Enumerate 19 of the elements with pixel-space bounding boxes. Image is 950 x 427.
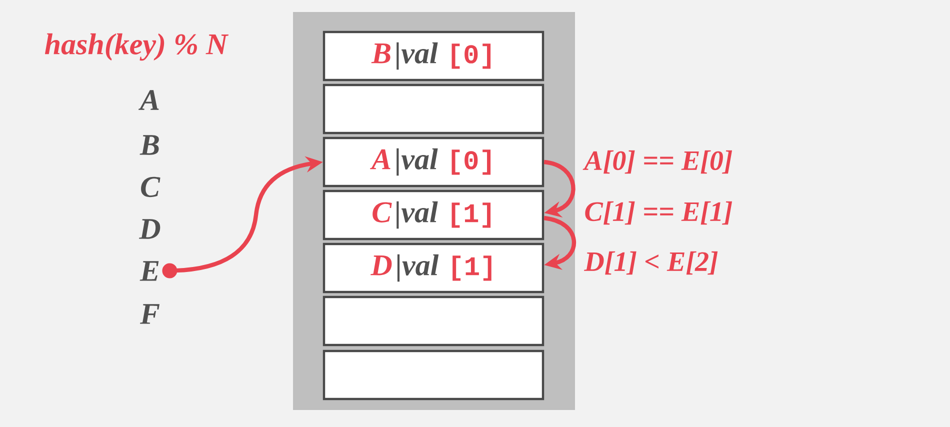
table-slot: D |val [1] [322,242,544,294]
comparison-label: C[1] == E[1] [585,201,732,225]
key-label: C [141,176,160,198]
table-slot: B |val [0] [322,30,544,82]
key-label: F [140,304,160,324]
comparison-label: D[1] < E[2] [584,251,718,275]
arrow [544,216,576,270]
table-slot: A |val [0] [322,136,544,188]
hash-function-label: hash(key) % N [44,33,229,61]
table-slot: C|val [1] [322,190,544,240]
key-label: B [140,135,159,155]
key-label: E [140,261,159,281]
key-label: A [138,90,159,110]
empty-slot [322,350,544,400]
arrow [544,160,576,218]
empty-slot [322,84,544,134]
empty-slot [322,296,544,346]
comparison-label: A[0] == E[0] [582,150,732,174]
key-label: D [138,219,160,239]
